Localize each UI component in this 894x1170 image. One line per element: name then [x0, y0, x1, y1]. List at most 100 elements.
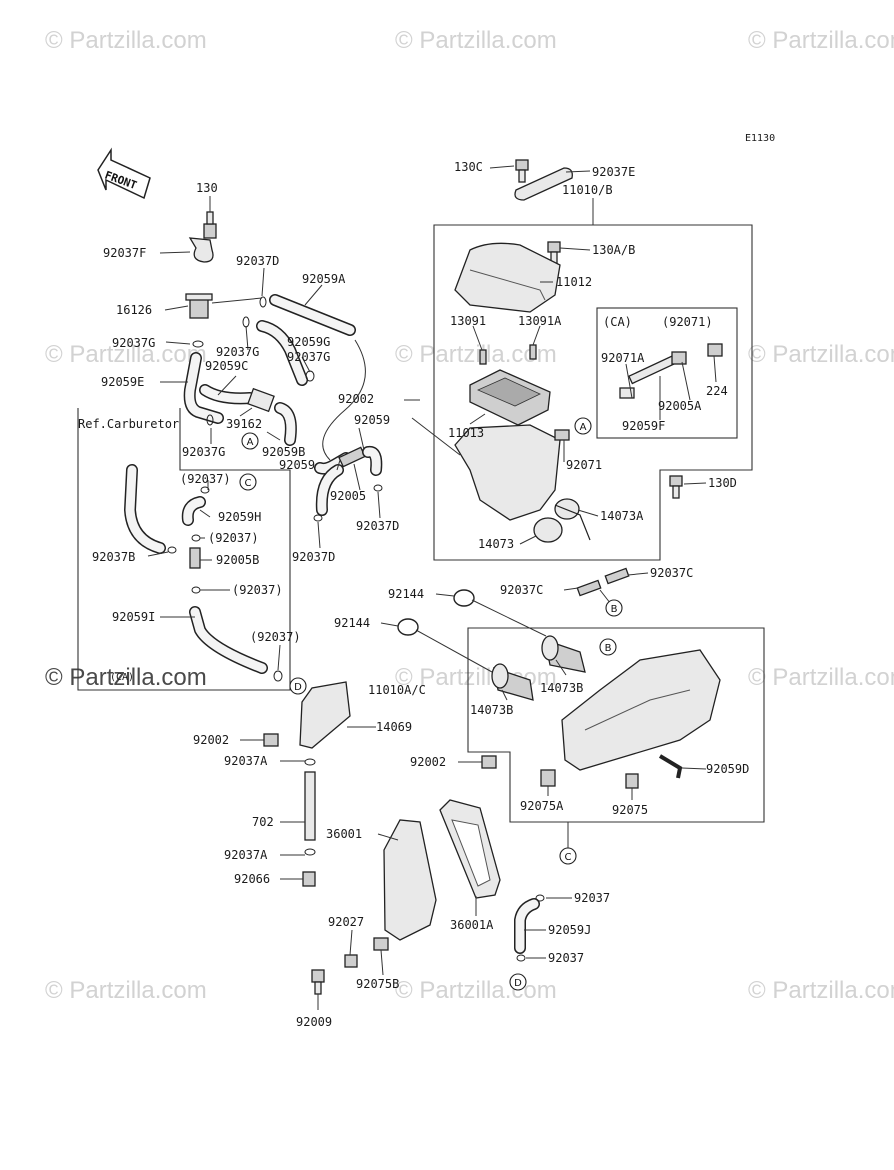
part-label: (92037) — [180, 472, 231, 486]
carburetor-ref-group: Ref.Carburetor — [77, 408, 291, 691]
part-label: 11010/B — [562, 183, 613, 197]
part-label: 92002 — [193, 733, 229, 747]
air-cleaner-upper: (CA) (92071) — [433, 159, 753, 597]
part-label: 14073 — [478, 537, 514, 551]
ca-note: (CA) — [110, 672, 134, 683]
watermark: © Partzilla.com — [748, 27, 894, 54]
part-label: 92037G — [287, 350, 330, 364]
part-label: 39162 — [226, 417, 262, 431]
part-labels: 130 92037F 92037D 92059A 16126 92037G 92… — [92, 160, 749, 1029]
part-label: 92037 — [548, 951, 584, 965]
callout-a — [241, 432, 259, 450]
part-label: 92037C — [500, 583, 543, 597]
part-label: 92009 — [296, 1015, 332, 1029]
part-label: 92144 — [388, 587, 424, 601]
part-label: 36001A — [450, 918, 494, 932]
part-label: 11013 — [448, 426, 484, 440]
covers-pipes — [263, 681, 545, 995]
part-label: 92037A — [224, 754, 268, 768]
callout-d — [289, 677, 307, 695]
watermark: © Partzilla.com — [45, 341, 207, 368]
callout-d-label: D — [514, 978, 522, 989]
callout-a-label: A — [580, 422, 587, 433]
part-label: 92037B — [92, 550, 135, 564]
watermark: © Partzilla.com — [45, 27, 207, 54]
part-label: 92037 — [574, 891, 610, 905]
watermark: © Partzilla.com — [748, 341, 894, 368]
part-label: 11010A/C — [368, 683, 426, 697]
part-label: 92059F — [622, 419, 665, 433]
part-label: 92037D — [356, 519, 399, 533]
part-label: 92037A — [224, 848, 268, 862]
watermark: © Partzilla.com — [45, 664, 207, 691]
part-label: 92059A — [302, 272, 346, 286]
breather-hoses — [183, 211, 383, 522]
callout-c — [559, 847, 577, 865]
part-label: 92037D — [236, 254, 279, 268]
watermark: © Partzilla.com — [748, 977, 894, 1004]
callout-c-label: C — [565, 852, 572, 863]
part-label: 92059 — [279, 458, 315, 472]
part-label: 92059G — [287, 335, 330, 349]
part-label: 92037G — [182, 445, 225, 459]
leader-lines — [147, 165, 717, 1010]
part-label: (92071) — [662, 315, 713, 329]
part-label: 92059D — [706, 762, 749, 776]
part-label: 92059B — [262, 445, 305, 459]
part-label: (92037) — [250, 630, 301, 644]
part-label: 13091 — [450, 314, 486, 328]
front-arrow-icon: FRONT — [97, 147, 151, 200]
callout-d-label: D — [294, 682, 302, 693]
part-label: 92037F — [103, 246, 146, 260]
part-label: 702 — [252, 815, 274, 829]
part-label: 14073B — [470, 703, 513, 717]
callout-d — [509, 973, 527, 991]
watermark: © Partzilla.com — [395, 977, 557, 1004]
part-label: 92059H — [218, 510, 261, 524]
part-label: 92037G — [112, 336, 155, 350]
part-label: (92037) — [208, 531, 259, 545]
callout-b — [605, 599, 623, 617]
part-label: 92005B — [216, 553, 259, 567]
part-label: 92075B — [356, 977, 399, 991]
callout-a — [574, 417, 592, 435]
callout-c — [239, 473, 257, 491]
callouts: A A B B C C D D — [239, 417, 623, 991]
part-label: 11012 — [556, 275, 592, 289]
callout-c-label: C — [245, 478, 252, 489]
part-label: 92037C — [650, 566, 693, 580]
part-label: 92027 — [328, 915, 364, 929]
part-label: 14073A — [600, 509, 644, 523]
part-label: 224 — [706, 384, 728, 398]
part-label: 92071A — [601, 351, 645, 365]
diagram-code: E1130 — [745, 133, 775, 144]
part-label: 36001 — [326, 827, 362, 841]
watermark: © Partzilla.com — [395, 27, 557, 54]
part-label: 14073B — [540, 681, 583, 695]
part-label: 92005 — [330, 489, 366, 503]
ref-carburetor-note: Ref.Carburetor — [78, 417, 179, 431]
part-label: 130D — [708, 476, 737, 490]
part-label: (92037) — [232, 583, 283, 597]
part-label: 92059E — [101, 375, 144, 389]
part-label: 92002 — [338, 392, 374, 406]
ca-note: (CA) — [603, 315, 632, 329]
watermark: © Partzilla.com — [748, 664, 894, 691]
part-label: 92037D — [292, 550, 335, 564]
part-label: 92037E — [592, 165, 635, 179]
part-label: 92071 — [566, 458, 602, 472]
part-label: 130A/B — [592, 243, 635, 257]
part-label: 92066 — [234, 872, 270, 886]
part-label: 13091A — [518, 314, 562, 328]
part-label: 92075A — [520, 799, 564, 813]
callout-b-label: B — [611, 604, 618, 615]
watermark-layer: © Partzilla.com © Partzilla.com © Partzi… — [45, 27, 894, 1004]
part-label: 92037G — [216, 345, 259, 359]
part-label: 92005A — [658, 399, 702, 413]
part-label: 92144 — [334, 616, 370, 630]
air-cleaner-lower — [397, 589, 765, 823]
part-label: 92059 — [354, 413, 390, 427]
part-label: 14069 — [376, 720, 412, 734]
part-label: 92059I — [112, 610, 155, 624]
